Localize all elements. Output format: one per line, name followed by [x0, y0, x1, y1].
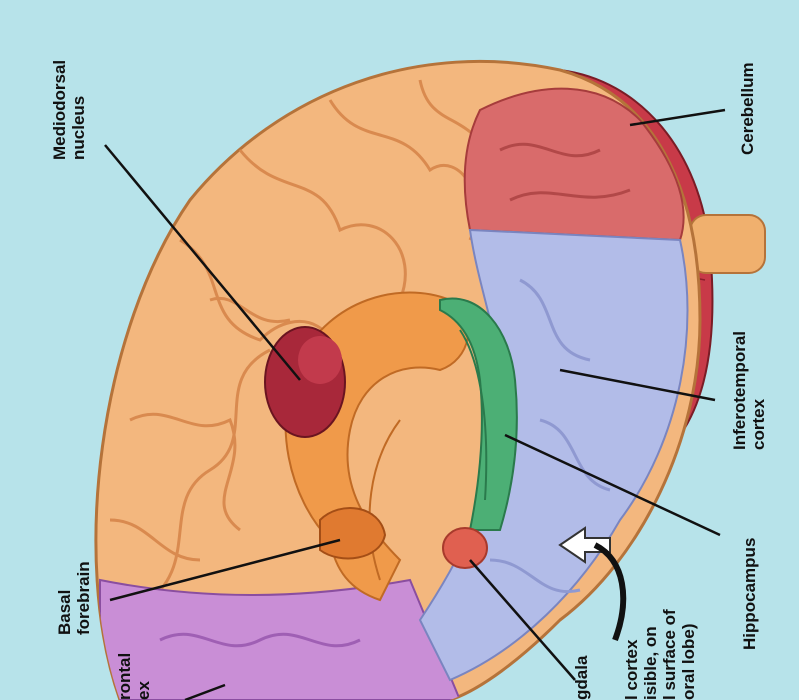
label-prefrontal-cortex: rontal ex — [115, 653, 153, 700]
amygdala-region — [443, 528, 487, 568]
occipital-region — [465, 89, 684, 240]
label-basal-forebrain: Basal forebrain — [55, 561, 93, 635]
label-hippocampus: Hippocampus — [740, 538, 759, 650]
brainstem — [690, 215, 765, 273]
label-amygdala: gdala — [572, 656, 591, 700]
label-inferotemporal-cortex: Inferotemporal cortex — [730, 331, 768, 450]
prefrontal-cortex-region — [100, 580, 460, 700]
label-medial-temporal-cortex: l cortex isible, on l surface of oral lo… — [622, 609, 698, 700]
label-mediodorsal-nucleus: Mediodorsal nucleus — [50, 60, 88, 160]
label-cerebellum: Cerebellum — [738, 62, 757, 155]
